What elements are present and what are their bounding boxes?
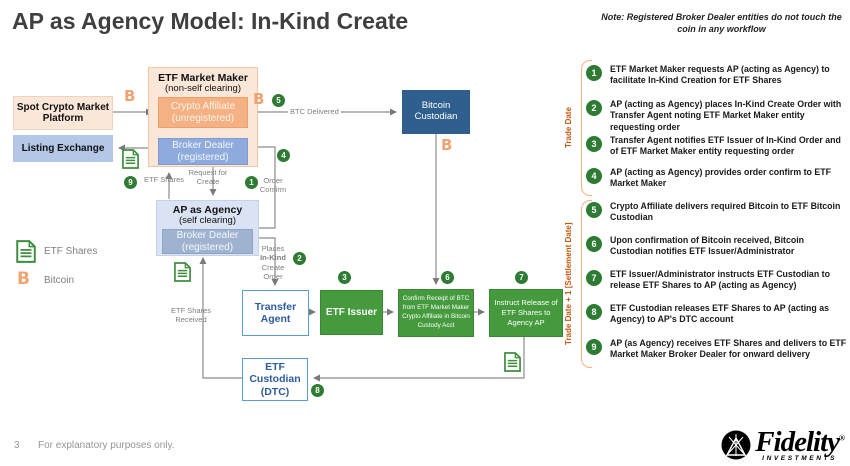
step-text: Upon confirmation of Bitcoin received, B… — [610, 235, 805, 257]
label-btc-delivered: BTC Delivered — [288, 107, 341, 117]
broker-dealer-line1: Broker Dealer — [172, 140, 234, 151]
node-spot-crypto-market: Spot Crypto Market Platform — [13, 96, 113, 130]
settlement-date-bracket — [581, 200, 592, 368]
legend-etf-shares-label: ETF Shares — [44, 246, 98, 257]
step-row-2: 2 AP (acting as Agency) places In-Kind C… — [586, 99, 848, 133]
crypto-affiliate-line2: (unregistered) — [171, 112, 235, 124]
step-number-badge: 7 — [586, 270, 602, 286]
page-number: 3 — [14, 440, 20, 451]
bitcoin-icon: B — [253, 90, 265, 108]
fidelity-investments-label: INVESTMENTS — [762, 455, 837, 462]
disclaimer: For explanatory purposes only. — [38, 440, 175, 451]
fidelity-logo: Fidelity® INVESTMENTS — [720, 426, 845, 462]
step-number-badge: 6 — [586, 236, 602, 252]
step-text: AP (acting as Agency) provides order con… — [610, 167, 831, 189]
node-crypto-affiliate: Crypto Affiliate (unregistered) — [158, 97, 248, 128]
etf-market-maker-subtitle: (non-self clearing) — [164, 83, 242, 95]
step-text: ETF Custodian releases ETF Shares to AP … — [610, 303, 830, 325]
step-number-badge: 5 — [586, 202, 602, 218]
step-row-8: 8 ETF Custodian releases ETF Shares to A… — [586, 303, 848, 326]
ap-agency-subtitle: (self clearing) — [178, 215, 237, 227]
flow-marker-4: 4 — [277, 149, 290, 162]
label-places-in-kind-create-order: Places In-Kind Create Order — [253, 244, 293, 282]
step-number-badge: 2 — [586, 100, 602, 116]
step-number-badge: 4 — [586, 168, 602, 184]
etf-shares-doc-icon — [16, 240, 36, 263]
flow-marker-6: 6 — [441, 271, 454, 284]
node-transfer-agent: Transfer Agent — [242, 290, 309, 336]
broker-dealer-line2: (registered) — [177, 151, 229, 163]
flow-marker-2: 2 — [293, 252, 306, 265]
places-line3: Create — [261, 262, 285, 272]
node-broker-dealer-mm: Broker Dealer (registered) — [158, 138, 248, 165]
trade-date-label: Trade Date — [564, 107, 573, 149]
label-order-confirm: Order Confirm — [259, 176, 287, 195]
label-etf-shares: ETF Shares — [143, 175, 184, 184]
bitcoin-icon: B — [441, 136, 453, 154]
note-text: Note: Registered Broker Dealer entities … — [601, 12, 842, 34]
flow-marker-1: 1 — [245, 176, 258, 189]
node-etf-issuer: ETF Issuer — [320, 290, 383, 335]
step-number-badge: 1 — [586, 65, 602, 81]
flow-marker-8: 8 — [311, 384, 324, 397]
flow-marker-7: 7 — [515, 271, 528, 284]
fidelity-wordmark: Fidelity® — [755, 426, 845, 458]
node-confirm-receipt: Confirm Receipt of BTC from ETF Market M… — [398, 289, 474, 337]
step-row-6: 6 Upon confirmation of Bitcoin received,… — [586, 235, 848, 258]
node-broker-dealer-ap: Broker Dealer (registered) — [162, 229, 253, 254]
node-instruct-release: Instruct Release of ETF Shares to Agency… — [489, 289, 563, 337]
step-row-1: 1 ETF Market Maker requests AP (acting a… — [586, 64, 848, 87]
flow-marker-3: 3 — [338, 271, 351, 284]
legend-bitcoin-label: Bitcoin — [44, 275, 75, 286]
step-text: Transfer Agent notifies ETF Issuer of In… — [610, 135, 841, 157]
fidelity-pyramid-icon — [721, 430, 751, 460]
label-etf-shares-received: ETF Shares Received — [170, 306, 211, 325]
flow-marker-5: 5 — [272, 94, 285, 107]
etf-shares-doc-icon — [174, 262, 191, 282]
step-row-7: 7 ETF Issuer/Administrator instructs ETF… — [586, 269, 848, 292]
node-etf-custodian-dtc: ETF Custodian (DTC) — [242, 358, 308, 401]
ap-agency-title: AP as Agency — [172, 204, 243, 216]
node-bitcoin-custodian: Bitcoin Custodian — [402, 90, 470, 134]
node-listing-exchange: Listing Exchange — [13, 135, 113, 162]
places-line4: Order — [263, 272, 283, 282]
etf-shares-doc-icon — [504, 352, 521, 372]
etf-shares-doc-icon — [122, 149, 139, 169]
step-text: Crypto Affiliate delivers required Bitco… — [610, 201, 841, 223]
label-request-for-create: Request for Create — [188, 168, 228, 187]
crypto-affiliate-line1: Crypto Affiliate — [170, 101, 236, 112]
settlement-date-label: Trade Date + 1 [Settlement Date] — [564, 222, 573, 346]
places-line1: Places — [261, 244, 285, 253]
step-text: AP (as Agency) receives ETF Shares and d… — [610, 338, 847, 360]
flow-marker-9: 9 — [124, 176, 137, 189]
step-text: ETF Market Maker requests AP (acting as … — [610, 64, 830, 86]
places-line2: In-Kind — [260, 253, 286, 263]
step-row-4: 4 AP (acting as Agency) provides order c… — [586, 167, 848, 190]
broker-dealer-line1: Broker Dealer — [176, 230, 239, 241]
broker-dealer-line2: (registered) — [181, 241, 234, 253]
bitcoin-icon: B — [17, 269, 30, 289]
step-row-5: 5 Crypto Affiliate delivers required Bit… — [586, 201, 848, 224]
page-title: AP as Agency Model: In-Kind Create — [12, 8, 409, 34]
step-text: AP (acting as Agency) places In-Kind Cre… — [610, 99, 842, 132]
step-row-9: 9 AP (as Agency) receives ETF Shares and… — [586, 338, 848, 361]
step-number-badge: 9 — [586, 339, 602, 355]
step-text: ETF Issuer/Administrator instructs ETF C… — [610, 269, 830, 291]
step-number-badge: 3 — [586, 136, 602, 152]
trade-date-bracket — [581, 60, 592, 196]
step-row-3: 3 Transfer Agent notifies ETF Issuer of … — [586, 135, 848, 158]
bitcoin-icon: B — [124, 87, 136, 105]
step-number-badge: 8 — [586, 304, 602, 320]
etf-market-maker-title: ETF Market Maker — [158, 72, 248, 84]
